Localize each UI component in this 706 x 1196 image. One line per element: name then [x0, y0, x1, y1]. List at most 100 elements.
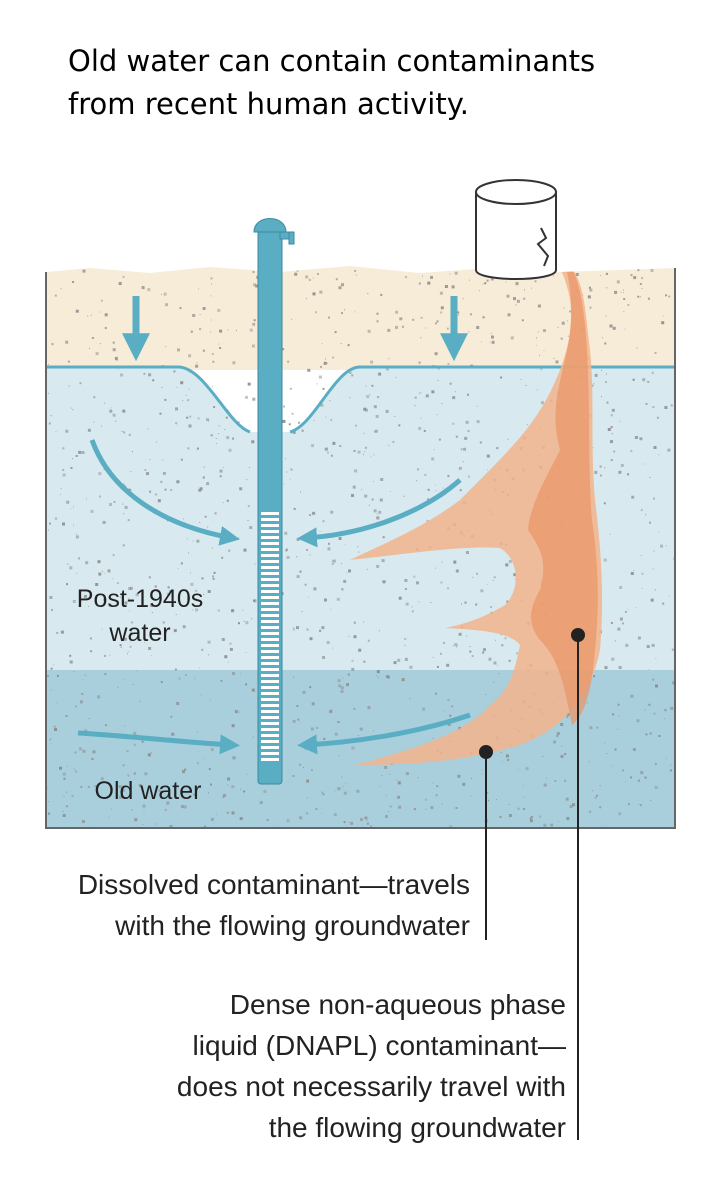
speckle [229, 647, 233, 651]
speckle [312, 292, 316, 296]
speckle [308, 278, 311, 281]
speckle [606, 287, 608, 289]
speckle [425, 808, 427, 810]
speckle [479, 441, 482, 444]
speckle [523, 297, 526, 300]
screen-slot [261, 608, 279, 611]
speckle [357, 546, 359, 548]
speckle [603, 502, 606, 505]
speckle [79, 382, 82, 385]
speckle [623, 289, 625, 291]
speckle [337, 679, 341, 683]
speckle [322, 793, 325, 796]
speckle [363, 621, 365, 623]
speckle [654, 352, 657, 354]
speckle [124, 505, 128, 509]
speckle [446, 663, 450, 667]
label-post-1940s-line1: Post-1940s [77, 585, 203, 613]
speckle [482, 316, 485, 319]
speckle [480, 589, 484, 593]
speckle [618, 715, 620, 717]
speckle [462, 782, 466, 786]
speckle [619, 420, 621, 422]
speckle [609, 533, 611, 535]
speckle [606, 753, 608, 755]
speckle [654, 763, 657, 766]
speckle [353, 621, 356, 624]
speckle [596, 794, 598, 797]
speckle [232, 437, 235, 440]
speckle [673, 558, 674, 560]
speckle [138, 784, 142, 788]
speckle [623, 310, 625, 312]
speckle [486, 454, 490, 458]
speckle [115, 420, 117, 422]
speckle [164, 488, 167, 491]
speckle [382, 536, 385, 539]
speckle [490, 332, 492, 334]
aquifer-outline [45, 268, 676, 829]
speckle [370, 825, 372, 828]
speckle [560, 723, 564, 726]
speckle [634, 436, 638, 439]
speckle [62, 772, 66, 776]
speckle [469, 279, 470, 281]
speckle [82, 269, 86, 273]
speckle [389, 805, 392, 808]
speckle [136, 670, 138, 672]
speckle [630, 449, 633, 452]
speckle [219, 475, 222, 478]
speckle [178, 677, 181, 680]
speckle [610, 426, 613, 429]
speckle [475, 603, 478, 606]
speckle [242, 609, 244, 611]
speckle [592, 447, 594, 449]
speckle [636, 347, 638, 349]
speckle [382, 580, 386, 584]
speckle [104, 654, 106, 657]
speckle [321, 626, 325, 630]
speckle [149, 459, 151, 461]
speckle [448, 476, 450, 478]
well-spout-tip [288, 231, 295, 245]
screen-slot [261, 548, 279, 551]
speckle [641, 572, 644, 575]
speckle [195, 364, 199, 368]
diagram-heading: Old water can contain contaminants from … [68, 40, 688, 126]
speckle [111, 808, 113, 810]
speckle [78, 450, 82, 454]
speckle [411, 606, 413, 608]
speckle [593, 383, 595, 385]
speckle [397, 795, 401, 799]
speckle [63, 795, 65, 797]
speckle [174, 668, 177, 671]
speckle [228, 448, 232, 452]
speckle [210, 277, 213, 280]
speckle [330, 454, 333, 457]
speckle [435, 567, 436, 569]
speckle [87, 428, 91, 432]
speckle [439, 291, 443, 295]
speckle [418, 426, 422, 430]
speckle [545, 777, 547, 779]
speckle [535, 344, 537, 346]
speckle [501, 644, 504, 647]
speckle [617, 703, 620, 706]
speckle [376, 513, 378, 515]
speckle [506, 600, 509, 603]
speckle [296, 575, 300, 579]
speckle [252, 397, 256, 401]
speckle [557, 326, 559, 328]
speckle [488, 657, 492, 661]
speckle [437, 380, 439, 381]
speckle [498, 673, 500, 675]
speckle [356, 789, 360, 793]
speckle [489, 342, 491, 344]
speckle [647, 380, 650, 383]
speckle [534, 280, 537, 283]
speckle [662, 315, 664, 317]
speckle [251, 618, 253, 620]
speckle [72, 599, 76, 603]
speckle [456, 646, 458, 648]
speckle [633, 276, 637, 280]
